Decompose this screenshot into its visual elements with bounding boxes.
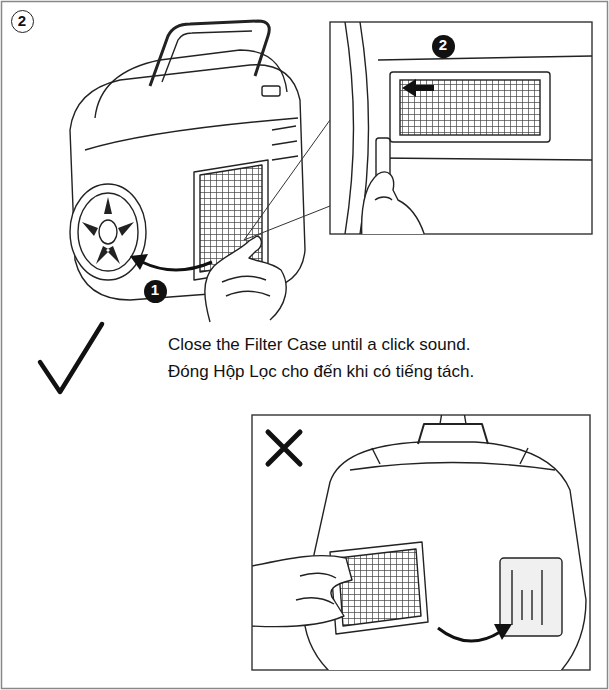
callout-number: 1 (144, 280, 167, 303)
callout-number: 2 (432, 35, 455, 58)
step-number: 2 (11, 10, 34, 33)
pull-arrow (438, 624, 512, 641)
push-arrow (402, 79, 434, 97)
leader-line (244, 120, 330, 240)
turn-arrow (130, 254, 212, 270)
vacuum-cleaner (70, 21, 305, 322)
instruction-text: Close the Filter Case until a click soun… (168, 334, 593, 356)
vacuum-rear (252, 415, 586, 670)
instruction-text: Đóng Hộp Lọc cho đến khi có tiếng tách. (168, 361, 593, 383)
check-mark (40, 324, 102, 392)
cross-mark (268, 432, 300, 464)
detail-view (345, 22, 592, 234)
